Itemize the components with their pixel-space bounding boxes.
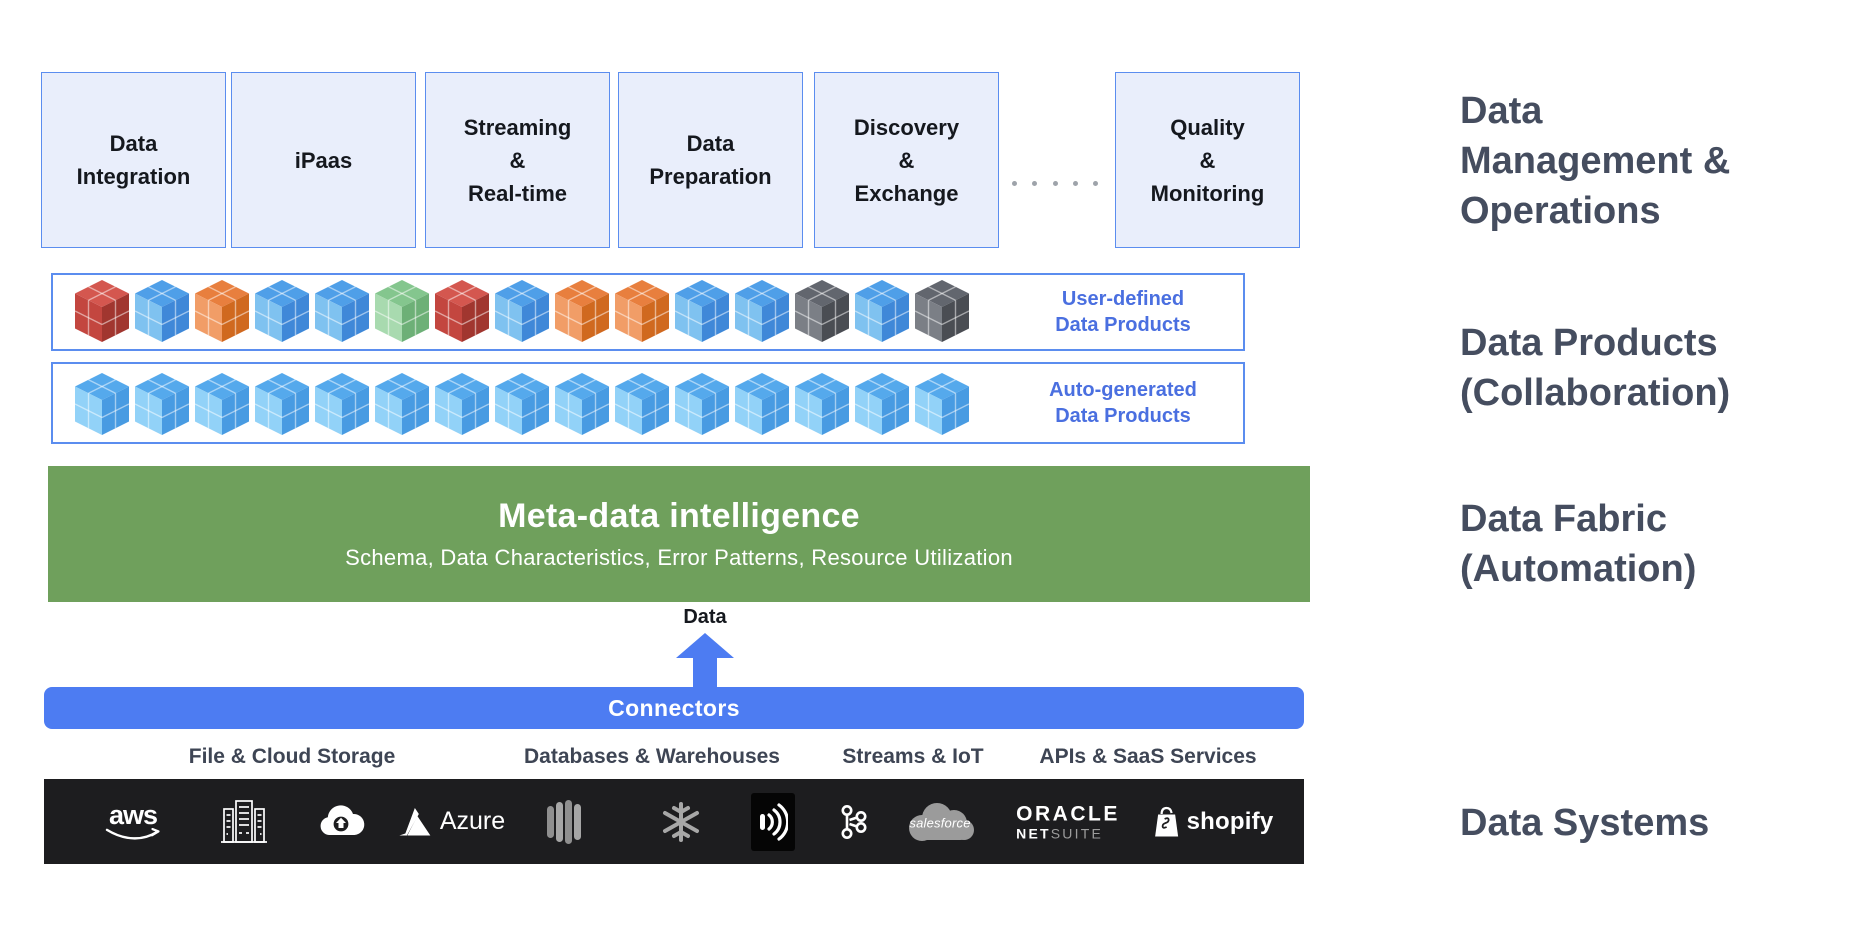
data-product-cube: [494, 280, 550, 342]
connectors-bar: Connectors: [44, 687, 1304, 729]
database-columns-icon: [545, 798, 587, 846]
data-product-cube: [674, 373, 730, 435]
shopify-logo: shopify: [1153, 805, 1274, 839]
azure-icon: [399, 807, 431, 835]
data-product-cube: [134, 280, 190, 342]
netsuite-wordmark: NETSUITE: [1016, 825, 1104, 841]
data-product-cube: [794, 373, 850, 435]
category-file-cloud-storage: File & Cloud Storage: [188, 745, 396, 768]
salesforce-cloud-logo: salesforce: [900, 797, 980, 847]
data-product-cube: [734, 280, 790, 342]
box-discovery: Discovery&Exchange: [814, 72, 999, 248]
connectors-label: Connectors: [608, 694, 740, 721]
data-product-cube: [854, 280, 910, 342]
box-streaming: Streaming&Real-time: [425, 72, 610, 248]
data-product-cube: [314, 280, 370, 342]
data-product-cube: [614, 280, 670, 342]
data-product-cube: [914, 373, 970, 435]
aws-wordmark: aws: [108, 799, 158, 830]
data-product-cube: [914, 280, 970, 342]
box-label: iPaas: [294, 147, 353, 173]
meta-data-intelligence-bar: Meta-data intelligence Schema, Data Char…: [48, 466, 1310, 602]
data-product-cube: [374, 373, 430, 435]
box-label: Quality&Monitoring: [1150, 114, 1265, 206]
data-product-cube: [74, 373, 130, 435]
google-cloud-icon: [317, 804, 365, 840]
data-product-cube: [194, 373, 250, 435]
data-flow-label: Data: [683, 606, 727, 628]
shopify-bag-icon: [1155, 806, 1179, 836]
box-label: Streaming&Real-time: [463, 114, 572, 206]
data-product-cube: [554, 373, 610, 435]
fabric-title: Meta-data intelligence: [498, 497, 860, 535]
data-product-cube: [674, 280, 730, 342]
data-product-cube: [614, 373, 670, 435]
data-product-cube: [74, 280, 130, 342]
salesforce-wordmark: salesforce: [909, 815, 971, 830]
aws-smile-icon: [105, 827, 160, 840]
data-product-cube: [254, 280, 310, 342]
fabric-subtitle: Schema, Data Characteristics, Error Patt…: [345, 545, 1013, 570]
oracle-wordmark: ORACLE: [1016, 802, 1120, 825]
up-arrow-icon: [676, 633, 734, 687]
heading-data-systems: Data Systems: [1460, 802, 1710, 844]
oracle-netsuite-logo: ORACLE NETSUITE: [1016, 803, 1120, 840]
azure-wordmark: Azure: [439, 807, 506, 835]
azure-logo: Azure: [399, 806, 505, 838]
data-product-cube: [494, 373, 550, 435]
kafka-logo: [837, 804, 869, 840]
data-product-cube: [554, 280, 610, 342]
cube-strip: [53, 373, 970, 442]
box-ipaas: iPaas: [231, 72, 416, 248]
data-product-cube: [734, 373, 790, 435]
shopify-wordmark: shopify: [1186, 807, 1274, 835]
data-product-cube: [434, 280, 490, 342]
data-product-cube: [374, 280, 430, 342]
server-rack-icon: [220, 798, 268, 846]
heading-data-products: Data Products(Collaboration): [1460, 322, 1731, 415]
snowflake-logo: [658, 799, 704, 845]
data-product-cube: [134, 373, 190, 435]
data-product-cube: [854, 373, 910, 435]
data-product-cube: [794, 280, 850, 342]
data-systems-bar: aws: [44, 779, 1304, 864]
box-label: Discovery&Exchange: [853, 114, 960, 206]
data-product-cube: [434, 373, 490, 435]
category-streams-iot: Streams & IoT: [842, 745, 984, 768]
ellipsis-dots: [1012, 181, 1098, 186]
data-product-cube: [314, 373, 370, 435]
data-product-cube: [254, 373, 310, 435]
stream-wave-icon: [751, 792, 795, 851]
cube-strip: [53, 280, 970, 349]
box-quality: Quality&Monitoring: [1115, 72, 1300, 248]
heading-data-fabric: Data Fabric(Automation): [1460, 498, 1697, 591]
category-databases-warehouses: Databases & Warehouses: [524, 745, 780, 768]
aws-logo: aws: [105, 799, 161, 840]
category-apis-saas: APIs & SaaS Services: [1039, 745, 1257, 768]
data-product-cube: [194, 280, 250, 342]
